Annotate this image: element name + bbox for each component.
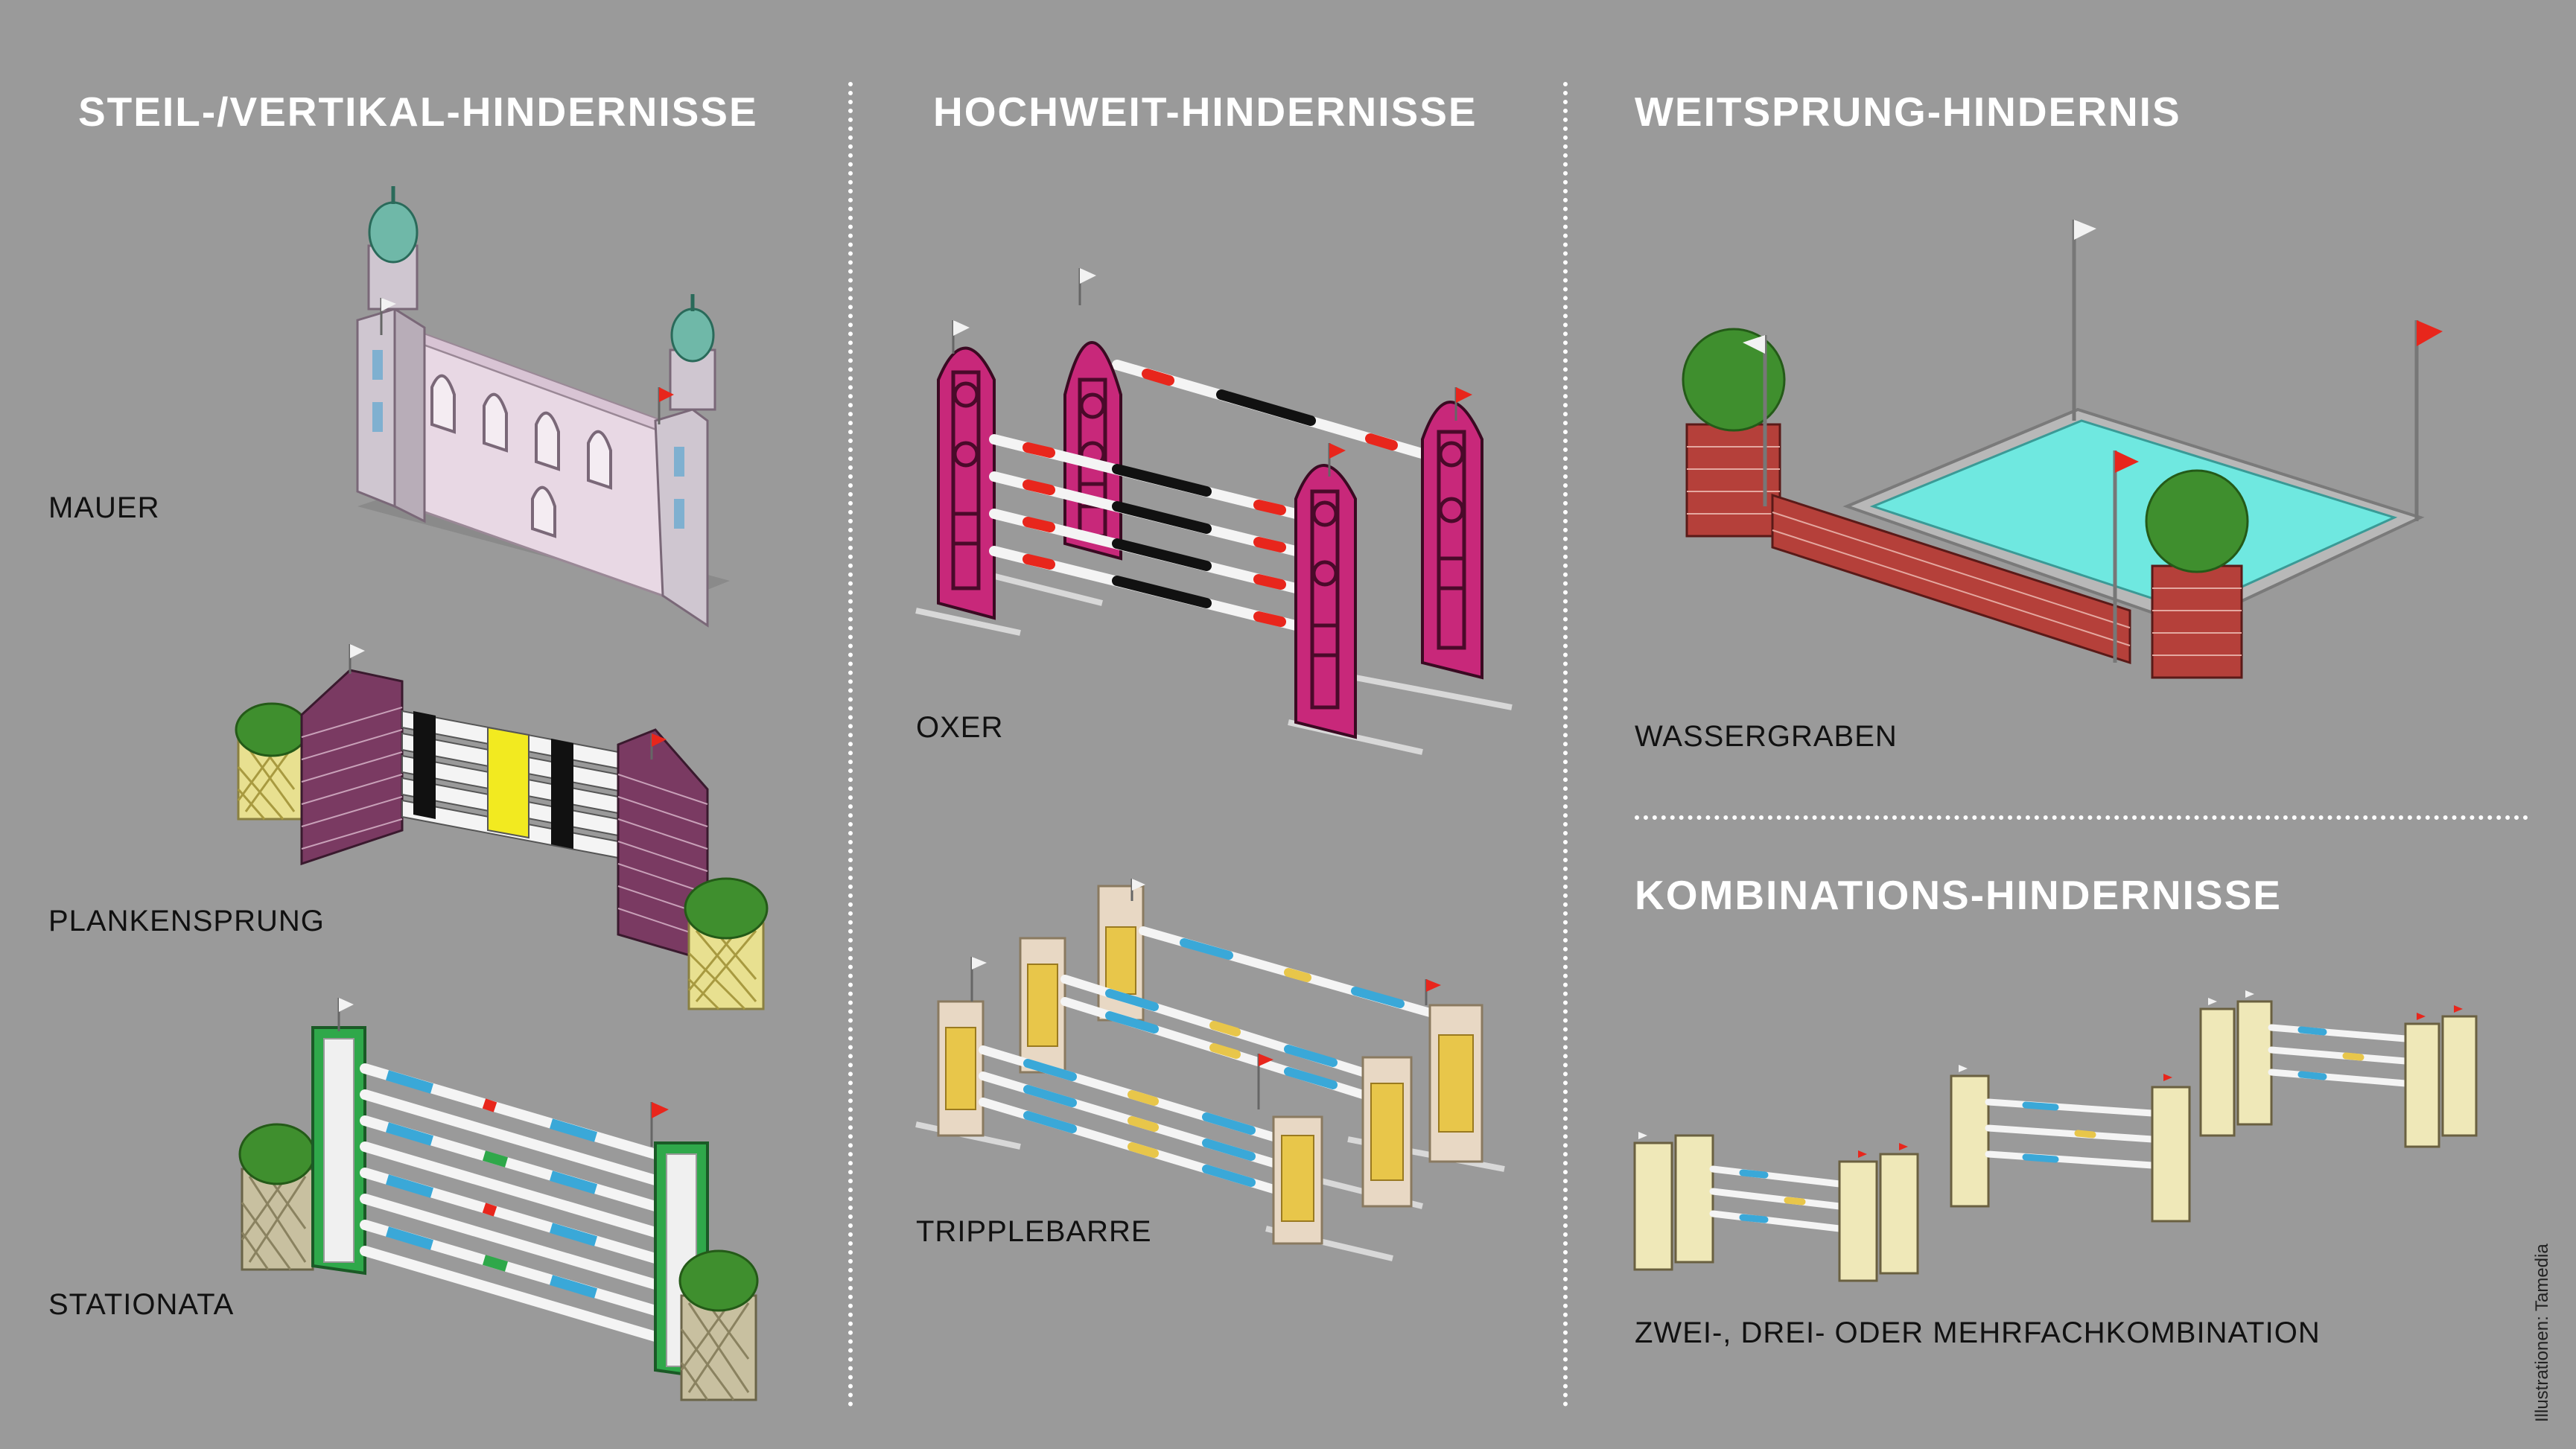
triple-back-poles bbox=[1139, 926, 1434, 1017]
oxer-flag-white-front bbox=[953, 320, 970, 336]
oxer-flag-red-front bbox=[1329, 443, 1346, 459]
triple-middle-stand-right bbox=[1361, 1056, 1413, 1208]
water-flag-white-back bbox=[2074, 220, 2096, 240]
mauer-dome-left bbox=[368, 201, 419, 264]
kombi-group-1 bbox=[1633, 1132, 1919, 1282]
kombination-illustration bbox=[1633, 990, 2478, 1282]
water-hedge-right bbox=[2145, 469, 2249, 573]
wassergraben-illustration bbox=[1682, 220, 2443, 679]
oxer-illustration bbox=[915, 268, 1513, 755]
mauer-dome-right bbox=[670, 308, 715, 363]
water-hedge-left bbox=[1682, 328, 1786, 432]
kombi-group-2 bbox=[1950, 1065, 2191, 1223]
triple-flag-red-back bbox=[1426, 979, 1441, 992]
water-brick-wall bbox=[1771, 493, 2131, 665]
mauer-arches bbox=[430, 374, 612, 538]
plank-boards bbox=[401, 710, 619, 859]
label-oxer: OXER bbox=[916, 711, 1004, 744]
label-plankensprung: PLANKENSPRUNG bbox=[48, 905, 325, 937]
section-title-weitsprung: WEITSPRUNG-HINDERNIS bbox=[1635, 89, 2181, 135]
stat-poles bbox=[360, 1063, 661, 1342]
stat-flag-white bbox=[339, 998, 354, 1012]
mauer-tower-window bbox=[372, 350, 383, 380]
oxer-front-stand-right bbox=[1294, 464, 1357, 739]
tripplebarre-illustration bbox=[915, 879, 1505, 1261]
water-flag-red-front bbox=[2115, 450, 2139, 473]
stat-hedge-right bbox=[678, 1249, 759, 1312]
triple-middle-poles bbox=[1060, 975, 1367, 1099]
triple-back-stand-right bbox=[1428, 1004, 1483, 1163]
oxer-back-stand-right bbox=[1421, 401, 1483, 680]
plank-hedge-left bbox=[235, 702, 309, 757]
mauer-flag-red bbox=[659, 387, 674, 402]
triple-middle-stand-left bbox=[1019, 937, 1066, 1074]
triple-front-stand-right bbox=[1272, 1115, 1323, 1245]
label-tripplebarre: TRIPPLEBARRE bbox=[916, 1215, 1152, 1248]
mauer-flag-white bbox=[381, 298, 396, 311]
oxer-back-poles bbox=[1112, 360, 1443, 463]
section-title-steil: STEIL-/VERTIKAL-HINDERNISSE bbox=[78, 89, 758, 135]
section-title-kombination: KOMBINATIONS-HINDERNISSE bbox=[1635, 872, 2282, 918]
triple-flag-white-back bbox=[1132, 879, 1145, 891]
triple-front-stand-left bbox=[937, 1000, 985, 1137]
label-mauer: MAUER bbox=[48, 491, 160, 524]
water-surface bbox=[1869, 419, 2398, 612]
triple-flag-red-front bbox=[1259, 1054, 1273, 1066]
oxer-front-poles bbox=[989, 434, 1316, 634]
section-title-hochweit: HOCHWEIT-HINDERNISSE bbox=[933, 89, 1478, 135]
divider-right bbox=[1563, 82, 1568, 1407]
kombi-group-3 bbox=[2199, 990, 2478, 1148]
stat-hedge-left bbox=[238, 1123, 316, 1185]
divider-left bbox=[848, 82, 853, 1407]
divider-horizontal bbox=[1635, 815, 2528, 820]
plankensprung-illustration bbox=[235, 644, 769, 1010]
mauer-illustration bbox=[356, 186, 730, 628]
oxer-flag-white-back bbox=[1080, 268, 1096, 284]
stat-flag-red bbox=[652, 1102, 669, 1118]
plank-flag-red bbox=[652, 733, 667, 747]
stat-pole-stripes bbox=[385, 1070, 598, 1299]
water-brick-pillar-right bbox=[2151, 564, 2243, 679]
label-wassergraben: WASSERGRABEN bbox=[1635, 720, 1898, 753]
plank-flag-white bbox=[350, 644, 365, 658]
credit-text: Illustrationen: Tamedia bbox=[2532, 1243, 2552, 1422]
plank-hedge-right bbox=[684, 877, 769, 940]
oxer-flag-red-back bbox=[1456, 387, 1472, 403]
stationata-illustration bbox=[238, 998, 759, 1401]
triple-flag-white-front bbox=[972, 957, 987, 969]
label-kombination: ZWEI-, DREI- ODER MEHRFACHKOMBINATION bbox=[1635, 1316, 2321, 1349]
triple-front-poles bbox=[979, 1045, 1285, 1196]
oxer-back-stand-left bbox=[1063, 341, 1122, 561]
label-stationata: STATIONATA bbox=[48, 1288, 235, 1321]
water-flag-red-back bbox=[2417, 320, 2443, 346]
oxer-front-stand-left bbox=[937, 346, 996, 620]
water-flag-white-front bbox=[1743, 335, 1765, 354]
